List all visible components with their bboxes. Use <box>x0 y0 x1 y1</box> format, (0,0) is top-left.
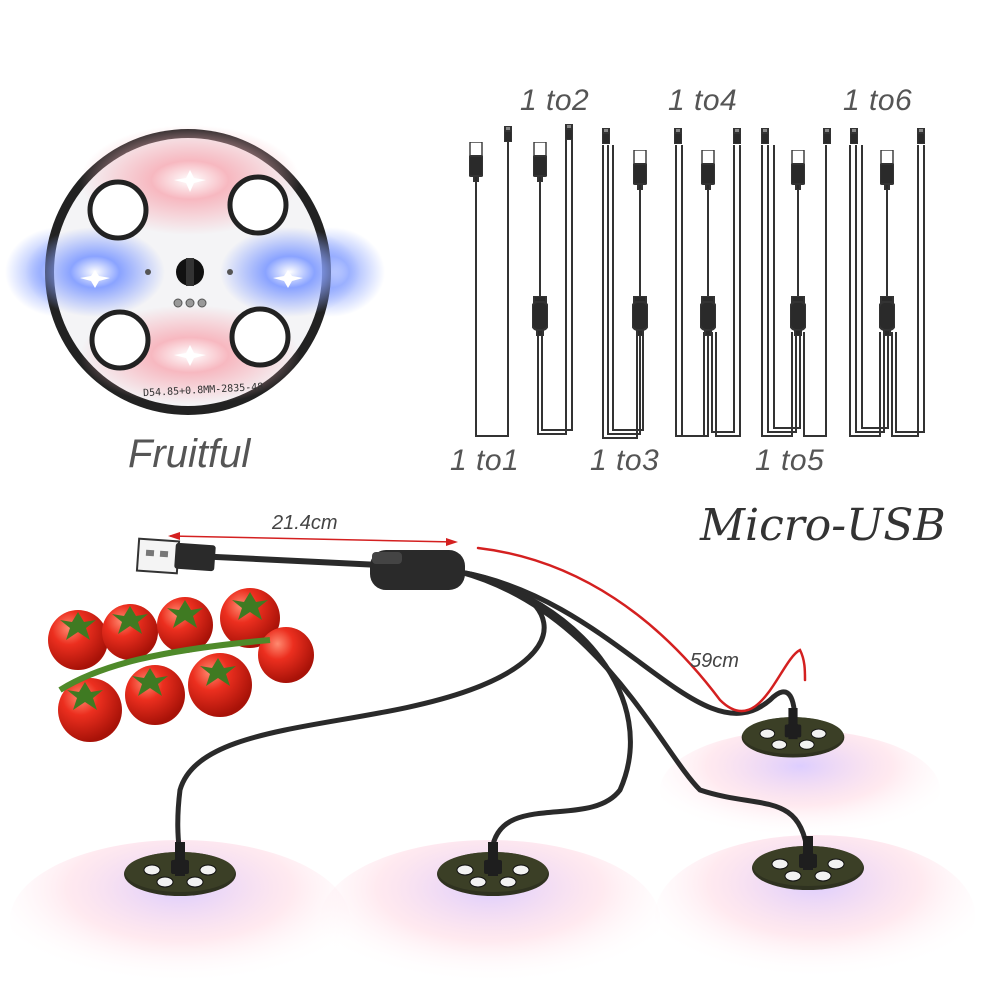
splitter-1to3 <box>602 128 648 439</box>
head-cable-length: 59cm <box>690 650 739 672</box>
connector-type-label: Micro-USB <box>700 500 946 551</box>
label-1to1: 1 to1 <box>450 444 520 477</box>
label-1to5: 1 to5 <box>755 444 825 477</box>
light-head <box>741 708 845 758</box>
splitter-diagram <box>469 124 925 439</box>
blue-led-glow <box>220 227 360 317</box>
splitter-1to6 <box>849 128 925 437</box>
usb-cable-length: 21.4cm <box>272 512 338 534</box>
label-1to3: 1 to3 <box>590 444 660 477</box>
splitter-1to1 <box>469 126 512 437</box>
label-1to2: 1 to2 <box>520 84 590 117</box>
splitter-1to2 <box>532 124 573 435</box>
led-board <box>5 125 385 415</box>
tomatoes <box>48 588 314 742</box>
splitter-1to4 <box>674 128 741 437</box>
brand-label: Fruitful <box>128 432 251 476</box>
light-glows <box>10 730 975 1000</box>
splitter-1to5 <box>761 128 831 437</box>
dimension-arrow <box>168 532 458 546</box>
label-1to4: 1 to4 <box>668 84 738 117</box>
splitter-hub <box>370 550 465 590</box>
usb-plug <box>135 537 216 575</box>
main-cables <box>172 546 811 865</box>
label-1to6: 1 to6 <box>843 84 913 117</box>
